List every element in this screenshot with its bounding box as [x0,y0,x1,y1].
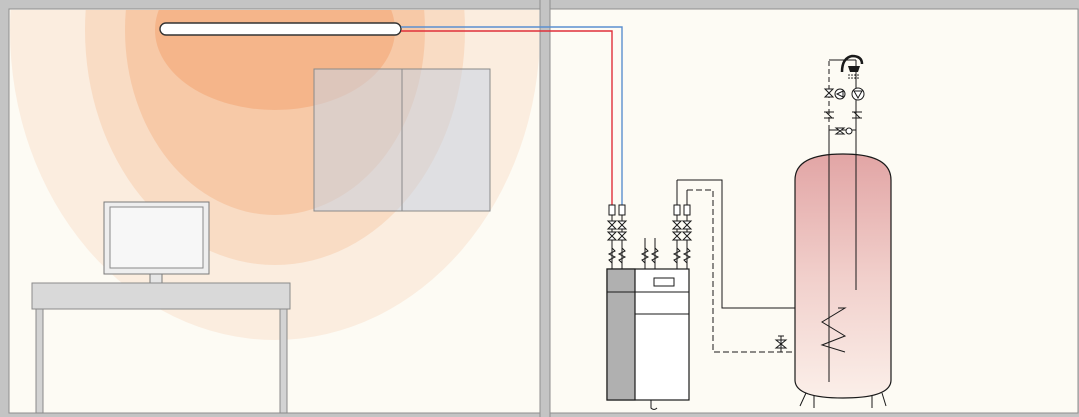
shower-head-icon [840,54,864,79]
shut-off-valve-icon [606,204,628,270]
dhw-coil-pipes [677,179,845,353]
desk-icon [31,282,291,414]
flow-pipe [401,30,613,205]
flexible-hoses [640,238,660,270]
shut-off-valve-icon [823,88,862,119]
hot-water-tank-icon [794,153,892,408]
circulation-pump-icon [834,88,846,100]
return-pipe [401,26,623,205]
check-valve-icon [851,87,865,101]
mixing-valve-icon [834,127,853,135]
ceiling-radiant-panel-icon [159,22,402,36]
shut-off-valve-icon [671,180,693,270]
heat-pump-icon [606,268,690,410]
tank-internal-pipes [828,130,857,382]
ceiling-panel-pipes [401,26,623,205]
window-icon [313,68,491,212]
monitor-icon [103,201,210,292]
heating-coil-icon [820,307,847,353]
safety-valve-icon [774,335,788,352]
